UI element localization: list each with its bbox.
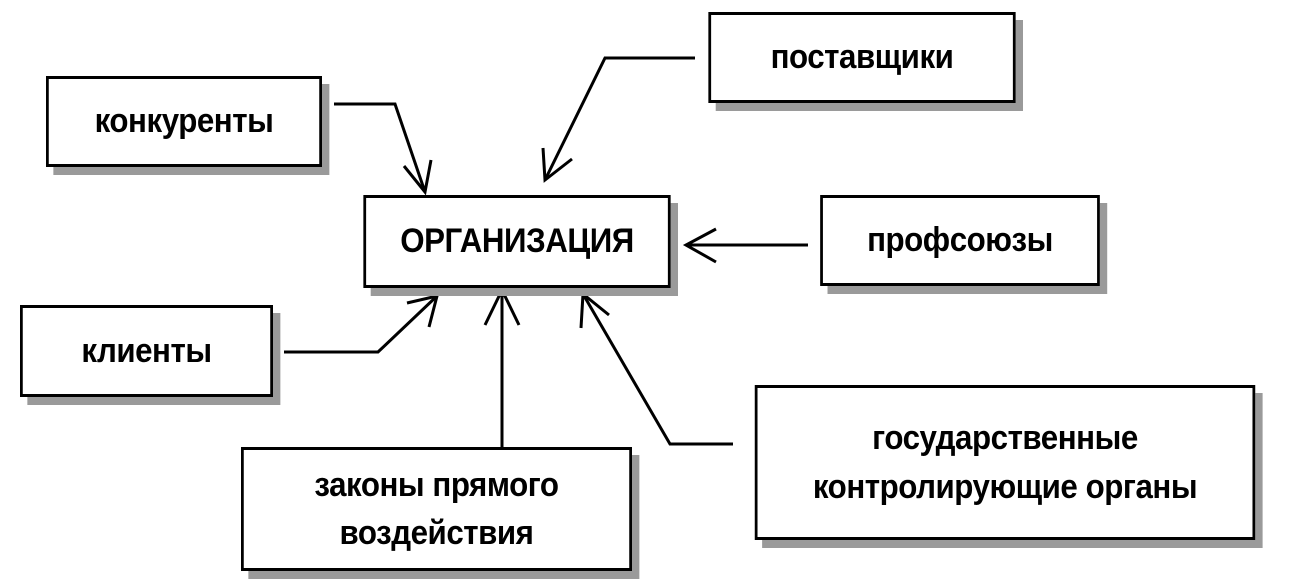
suppliers-label: поставщики (770, 38, 954, 77)
competitors-box: конкуренты (46, 76, 322, 167)
edge-clients-arrowhead (406, 293, 440, 328)
edge-unions-arrowhead (682, 227, 717, 264)
edge-laws-arrowhead (483, 286, 521, 326)
unions-box: профсоюзы (820, 195, 1100, 286)
organization-box: ОРГАНИЗАЦИЯ (363, 195, 671, 288)
government-regulators-box: государственные контролирующие органы (754, 385, 1256, 540)
clients-label: клиенты (81, 331, 212, 370)
edge-competitors-to-organization (334, 102, 427, 193)
edge-suppliers-arrowhead (541, 147, 573, 183)
direct-action-laws-line-1: законы прямого (314, 465, 559, 504)
direct-action-laws-text: законы прямого воздействия (314, 461, 559, 558)
edge-government-arrowhead (579, 291, 610, 329)
edge-clients-to-organization (284, 294, 439, 354)
competitors-label: конкуренты (94, 102, 274, 141)
direct-action-laws-line-2: воздействия (339, 514, 534, 552)
unions-label: профсоюзы (867, 221, 1053, 260)
government-regulators-line-1: государственные (872, 419, 1138, 458)
edge-competitors-arrowhead (402, 159, 433, 196)
government-regulators-line-2: контролирующие органы (812, 467, 1198, 506)
edge-government-to-organization (581, 293, 733, 446)
clients-box: клиенты (20, 305, 273, 397)
direct-action-laws-box: законы прямого воздействия (241, 447, 632, 571)
government-regulators-text: государственные контролирующие органы (812, 414, 1198, 511)
suppliers-box: поставщики (708, 12, 1016, 103)
organization-label: ОРГАНИЗАЦИЯ (400, 222, 634, 261)
edge-suppliers-to-organization (543, 56, 695, 181)
